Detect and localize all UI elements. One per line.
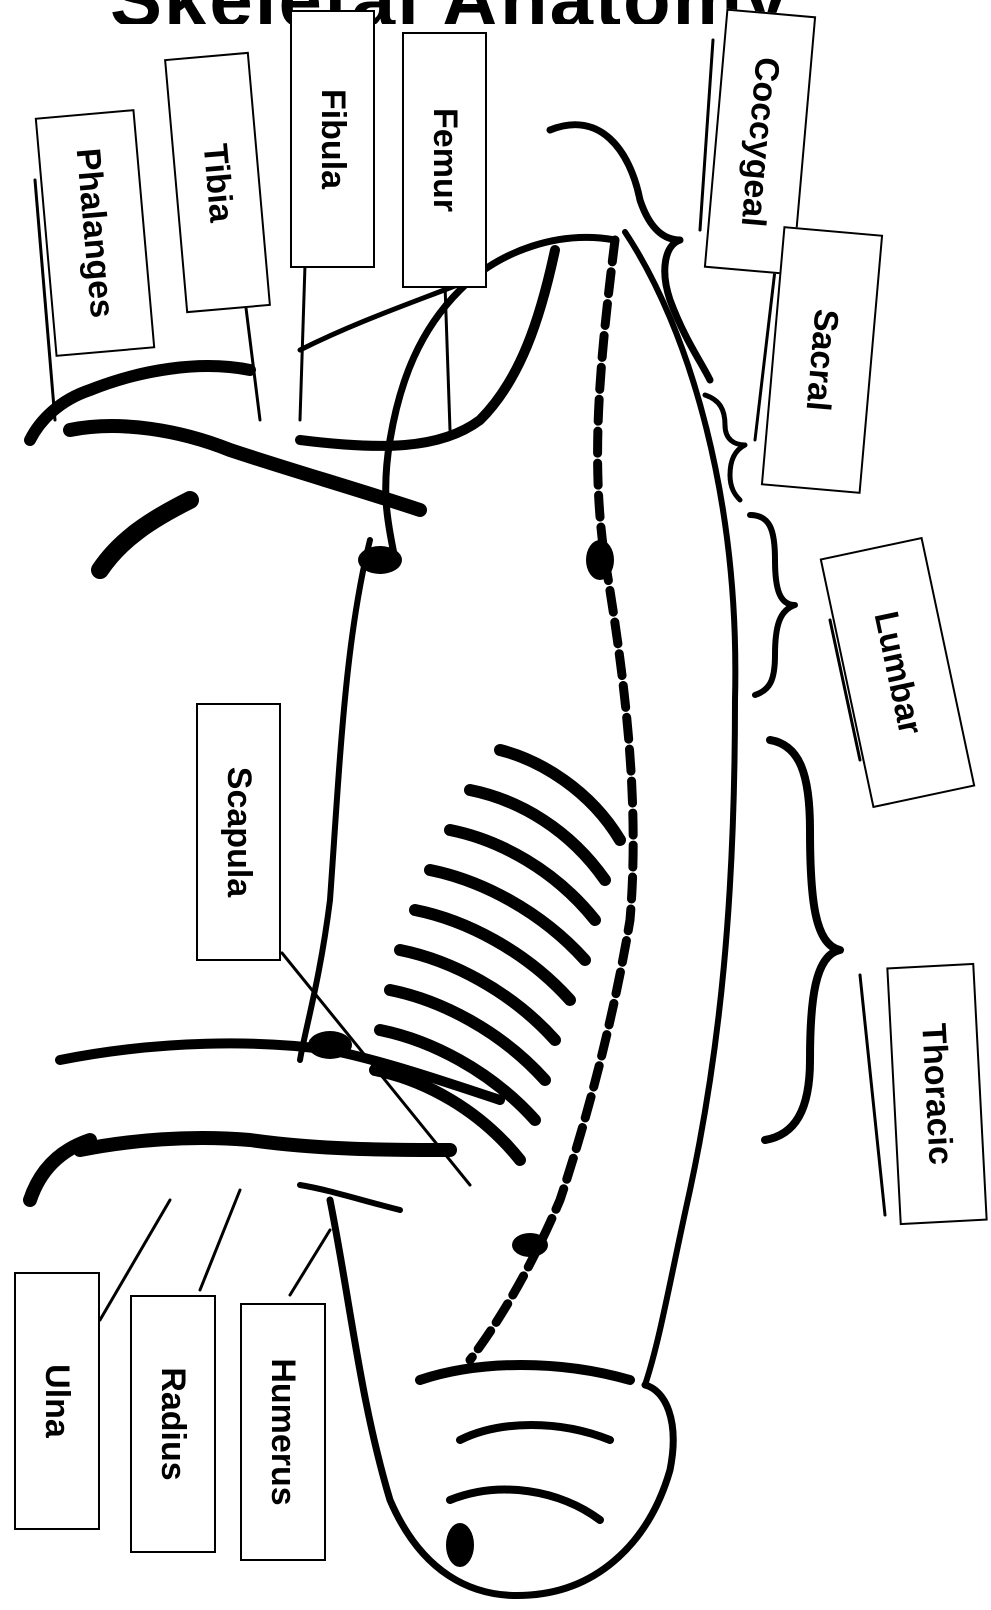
label-thoracic: Thoracic [886, 963, 987, 1225]
label-humerus: Humerus [240, 1303, 326, 1561]
label-radius-text: Radius [156, 1367, 190, 1480]
hind-hoof [100, 500, 190, 570]
label-femur-text: Femur [428, 108, 462, 212]
label-thoracic-text: Thoracic [916, 1022, 957, 1165]
label-femur: Femur [402, 32, 487, 288]
label-radius: Radius [130, 1295, 216, 1553]
jaw-line [420, 1365, 630, 1380]
belly-outline [300, 540, 370, 1060]
label-tibia-text: Tibia [197, 142, 238, 223]
brace-lumbar [750, 515, 795, 695]
front-leg-back [300, 1185, 400, 1210]
label-scapula: Scapula [196, 703, 281, 961]
label-phalanges: Phalanges [35, 109, 156, 357]
label-scapula-text: Scapula [222, 767, 256, 897]
brace-coccygeal [550, 125, 710, 380]
label-humerus-text: Humerus [266, 1358, 300, 1505]
skull-detail [450, 1425, 610, 1520]
label-coccygeal-text: Coccygeal [736, 56, 785, 228]
label-lumbar-text: Lumbar [868, 608, 927, 737]
label-fibula: Fibula [290, 10, 375, 268]
label-fibula-text: Fibula [316, 89, 350, 189]
label-ulna: Ulna [14, 1272, 100, 1530]
brace-thoracic [765, 740, 840, 1140]
front-leg-lower [80, 1138, 450, 1150]
label-sacral-text: Sacral [801, 308, 844, 413]
label-phalanges-text: Phalanges [71, 147, 120, 319]
hind-leg-shank [70, 426, 420, 510]
front-hoof [30, 1140, 90, 1200]
label-ulna-text: Ulna [40, 1364, 74, 1438]
head-outline [330, 1200, 673, 1596]
